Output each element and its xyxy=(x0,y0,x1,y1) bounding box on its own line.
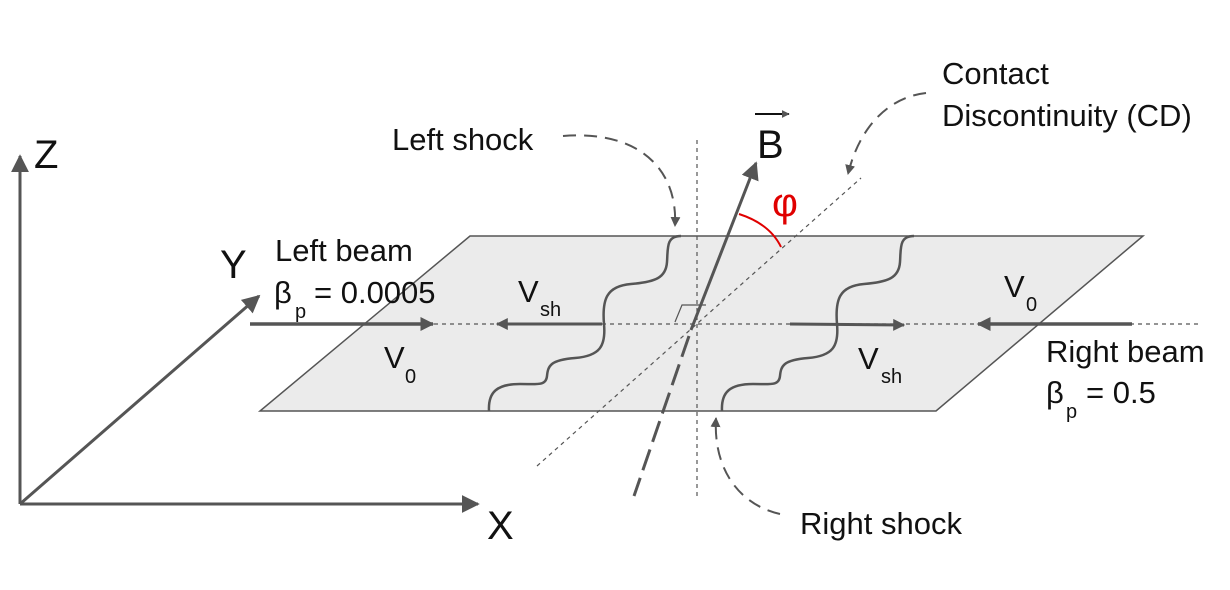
left-shock-label: Left shock xyxy=(392,122,534,157)
cd-label-line1: Contact xyxy=(942,56,1049,91)
right-beam-title: Right beam xyxy=(1046,334,1205,369)
left-vsh-sub: sh xyxy=(540,299,561,321)
cd-label-line2: Discontinuity (CD) xyxy=(942,98,1192,133)
left-beam-beta: β xyxy=(274,275,292,310)
b-field-label: B xyxy=(757,123,784,167)
right-beam-beta-value: = 0.5 xyxy=(1086,375,1156,410)
left-beam-beta-value: = 0.0005 xyxy=(314,275,436,310)
x-axis-label: X xyxy=(487,504,514,548)
phi-angle-arc xyxy=(738,213,782,248)
b-field-upper-line xyxy=(689,161,759,331)
right-beam-beta-sub: p xyxy=(1066,401,1077,423)
left-vsh-label: V xyxy=(518,274,539,309)
left-beam-beta-sub: p xyxy=(295,301,306,323)
right-vsh-arrow xyxy=(789,318,906,331)
right-vsh-label: V xyxy=(858,341,879,376)
contact-discontinuity-line xyxy=(536,177,862,467)
y-axis-label: Y xyxy=(220,243,247,287)
b-field-lower-line xyxy=(632,335,691,497)
right-vsh-sub: sh xyxy=(881,366,902,388)
z-axis-label: Z xyxy=(34,133,58,177)
right-v0-sub: 0 xyxy=(1026,294,1037,316)
right-v0-label: V xyxy=(1004,269,1025,304)
cd-pointer xyxy=(845,92,927,175)
left-beam-title: Left beam xyxy=(275,233,413,268)
right-shock-front xyxy=(720,234,915,412)
y-axis xyxy=(19,294,261,506)
phi-label: φ xyxy=(772,181,798,225)
right-beam-beta: β xyxy=(1046,375,1064,410)
right-shock-label: Right shock xyxy=(800,506,962,541)
right-angle-marker xyxy=(674,304,706,323)
left-v0-sub: 0 xyxy=(405,366,416,388)
right-shock-pointer xyxy=(710,417,781,515)
left-shock-pointer xyxy=(562,134,681,227)
left-shock-front xyxy=(487,234,682,412)
left-v0-label: V xyxy=(384,340,405,375)
